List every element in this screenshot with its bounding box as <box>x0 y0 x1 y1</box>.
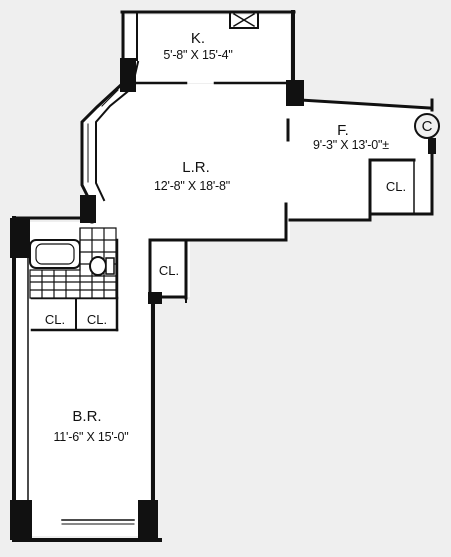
foyer-fill <box>290 100 432 219</box>
bedroom-dims: 11'-6" X 15'-0" <box>53 430 129 444</box>
bedroom-label: B.R. <box>72 408 102 425</box>
kitchen-dims: 5'-8" X 15'-4" <box>163 48 233 62</box>
kitchen-label: K. <box>190 30 206 47</box>
foyer-top-wall <box>298 98 432 110</box>
foyer-closet-label: CL. <box>385 179 407 194</box>
foyer-label: F. <box>337 122 349 139</box>
living-room-label: L.R. <box>182 159 210 176</box>
bath-closet-left-label: CL. <box>44 312 66 327</box>
living-room-fill <box>82 84 290 297</box>
bath-closet-right-label: CL. <box>86 312 108 327</box>
c-marker-label: C <box>421 117 433 135</box>
foyer-dims: 9'-3" X 13'-0"± <box>313 138 389 152</box>
walls <box>12 10 434 542</box>
kitchen-fill <box>125 15 290 83</box>
c-marker-icon: C <box>414 113 440 139</box>
bath-tiles <box>29 227 117 299</box>
columns <box>10 58 436 540</box>
living-room-closet-label: CL. <box>158 263 180 278</box>
living-room-dims: 12'-8" X 18'-8" <box>154 179 230 193</box>
room-fills <box>16 15 432 536</box>
